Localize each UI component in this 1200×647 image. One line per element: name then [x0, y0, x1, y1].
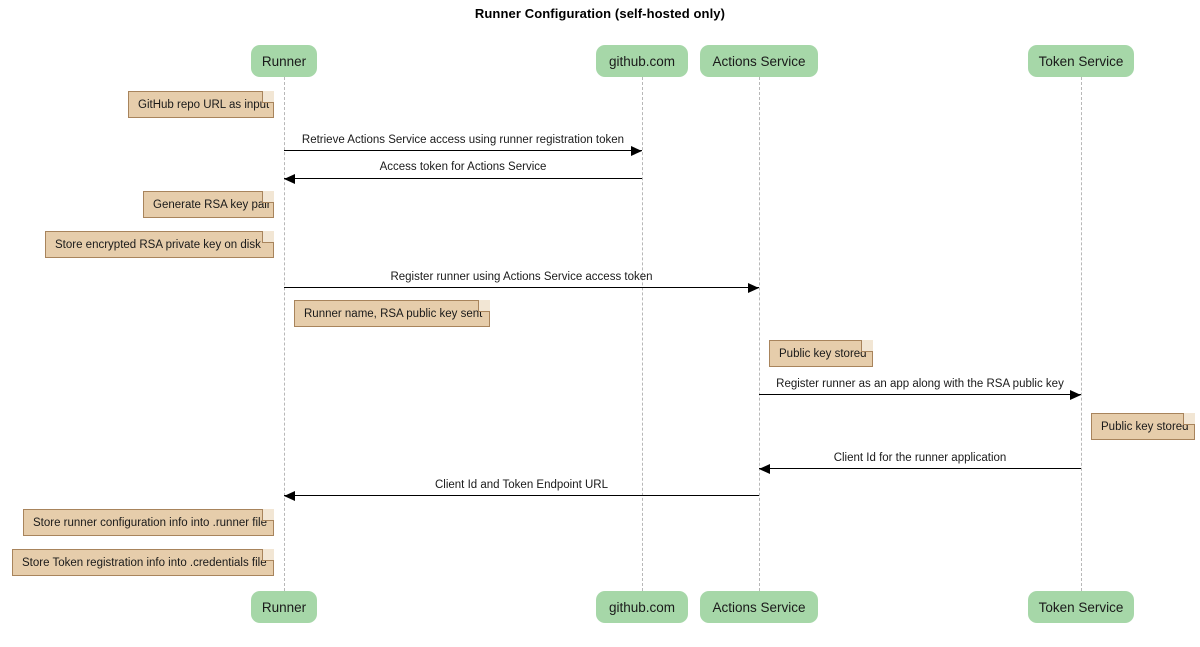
note-text: Generate RSA key pair	[153, 198, 271, 211]
lifeline-token	[1081, 77, 1082, 591]
message-arrowhead-m1	[631, 145, 642, 156]
note-fold-corner-icon	[1183, 413, 1195, 425]
participant-label: github.com	[608, 599, 676, 615]
participant-runner-bottom[interactable]: Runner	[251, 591, 317, 623]
note-text: Runner name, RSA public key sent	[304, 307, 483, 320]
note-n7: Store runner configuration info into .ru…	[23, 509, 274, 536]
lifeline-actions	[759, 77, 760, 591]
message-label-m1: Retrieve Actions Service access using ru…	[301, 134, 625, 146]
message-label-m4: Register runner as an app along with the…	[776, 378, 1064, 390]
message-line-m3	[284, 287, 759, 288]
note-n3: Store encrypted RSA private key on disk	[45, 231, 274, 258]
message-arrowhead-m3	[748, 282, 759, 293]
note-fold-corner-icon	[262, 91, 274, 103]
message-label-m2: Access token for Actions Service	[379, 161, 547, 173]
note-fold-corner-icon	[478, 300, 490, 312]
participant-actions-bottom[interactable]: Actions Service	[700, 591, 818, 623]
participant-runner-top[interactable]: Runner	[251, 45, 317, 77]
message-arrowhead-m2	[284, 173, 295, 184]
message-line-m4	[759, 394, 1081, 395]
note-n8: Store Token registration info into .cred…	[12, 549, 274, 576]
message-line-m5	[759, 468, 1081, 469]
message-line-m2	[284, 178, 642, 179]
note-fold-corner-icon	[262, 549, 274, 561]
note-text: Public key stored	[1101, 420, 1189, 433]
message-line-m1	[284, 150, 642, 151]
message-label-m5: Client Id for the runner application	[833, 452, 1007, 464]
participant-label: Actions Service	[712, 53, 806, 69]
note-n5: Public key stored	[769, 340, 873, 367]
note-text: Public key stored	[779, 347, 867, 360]
participant-label: Token Service	[1038, 599, 1124, 615]
participant-actions-top[interactable]: Actions Service	[700, 45, 818, 77]
message-line-m6	[284, 495, 759, 496]
note-n1: GitHub repo URL as input	[128, 91, 274, 118]
note-text: Store Token registration info into .cred…	[22, 556, 267, 569]
message-arrowhead-m5	[759, 463, 770, 474]
participant-github-bottom[interactable]: github.com	[596, 591, 688, 623]
note-text: Store encrypted RSA private key on disk	[55, 238, 261, 251]
lifeline-runner	[284, 77, 285, 591]
participant-label: Actions Service	[712, 599, 806, 615]
note-n2: Generate RSA key pair	[143, 191, 274, 218]
note-text: Store runner configuration info into .ru…	[33, 516, 267, 529]
participant-label: Token Service	[1038, 53, 1124, 69]
message-arrowhead-m6	[284, 490, 295, 501]
participant-label: github.com	[608, 53, 676, 69]
note-n4: Runner name, RSA public key sent	[294, 300, 490, 327]
note-fold-corner-icon	[262, 231, 274, 243]
note-text: GitHub repo URL as input	[138, 98, 270, 111]
note-fold-corner-icon	[262, 191, 274, 203]
message-label-m3: Register runner using Actions Service ac…	[390, 271, 653, 283]
message-arrowhead-m4	[1070, 389, 1081, 400]
lifeline-github	[642, 77, 643, 591]
note-fold-corner-icon	[861, 340, 873, 352]
participant-token-bottom[interactable]: Token Service	[1028, 591, 1134, 623]
participant-label: Runner	[261, 599, 307, 615]
message-label-m6: Client Id and Token Endpoint URL	[434, 479, 609, 491]
participant-token-top[interactable]: Token Service	[1028, 45, 1134, 77]
participant-label: Runner	[261, 53, 307, 69]
diagram-title: Runner Configuration (self-hosted only)	[474, 6, 726, 21]
participant-github-top[interactable]: github.com	[596, 45, 688, 77]
note-fold-corner-icon	[262, 509, 274, 521]
note-n6: Public key stored	[1091, 413, 1195, 440]
